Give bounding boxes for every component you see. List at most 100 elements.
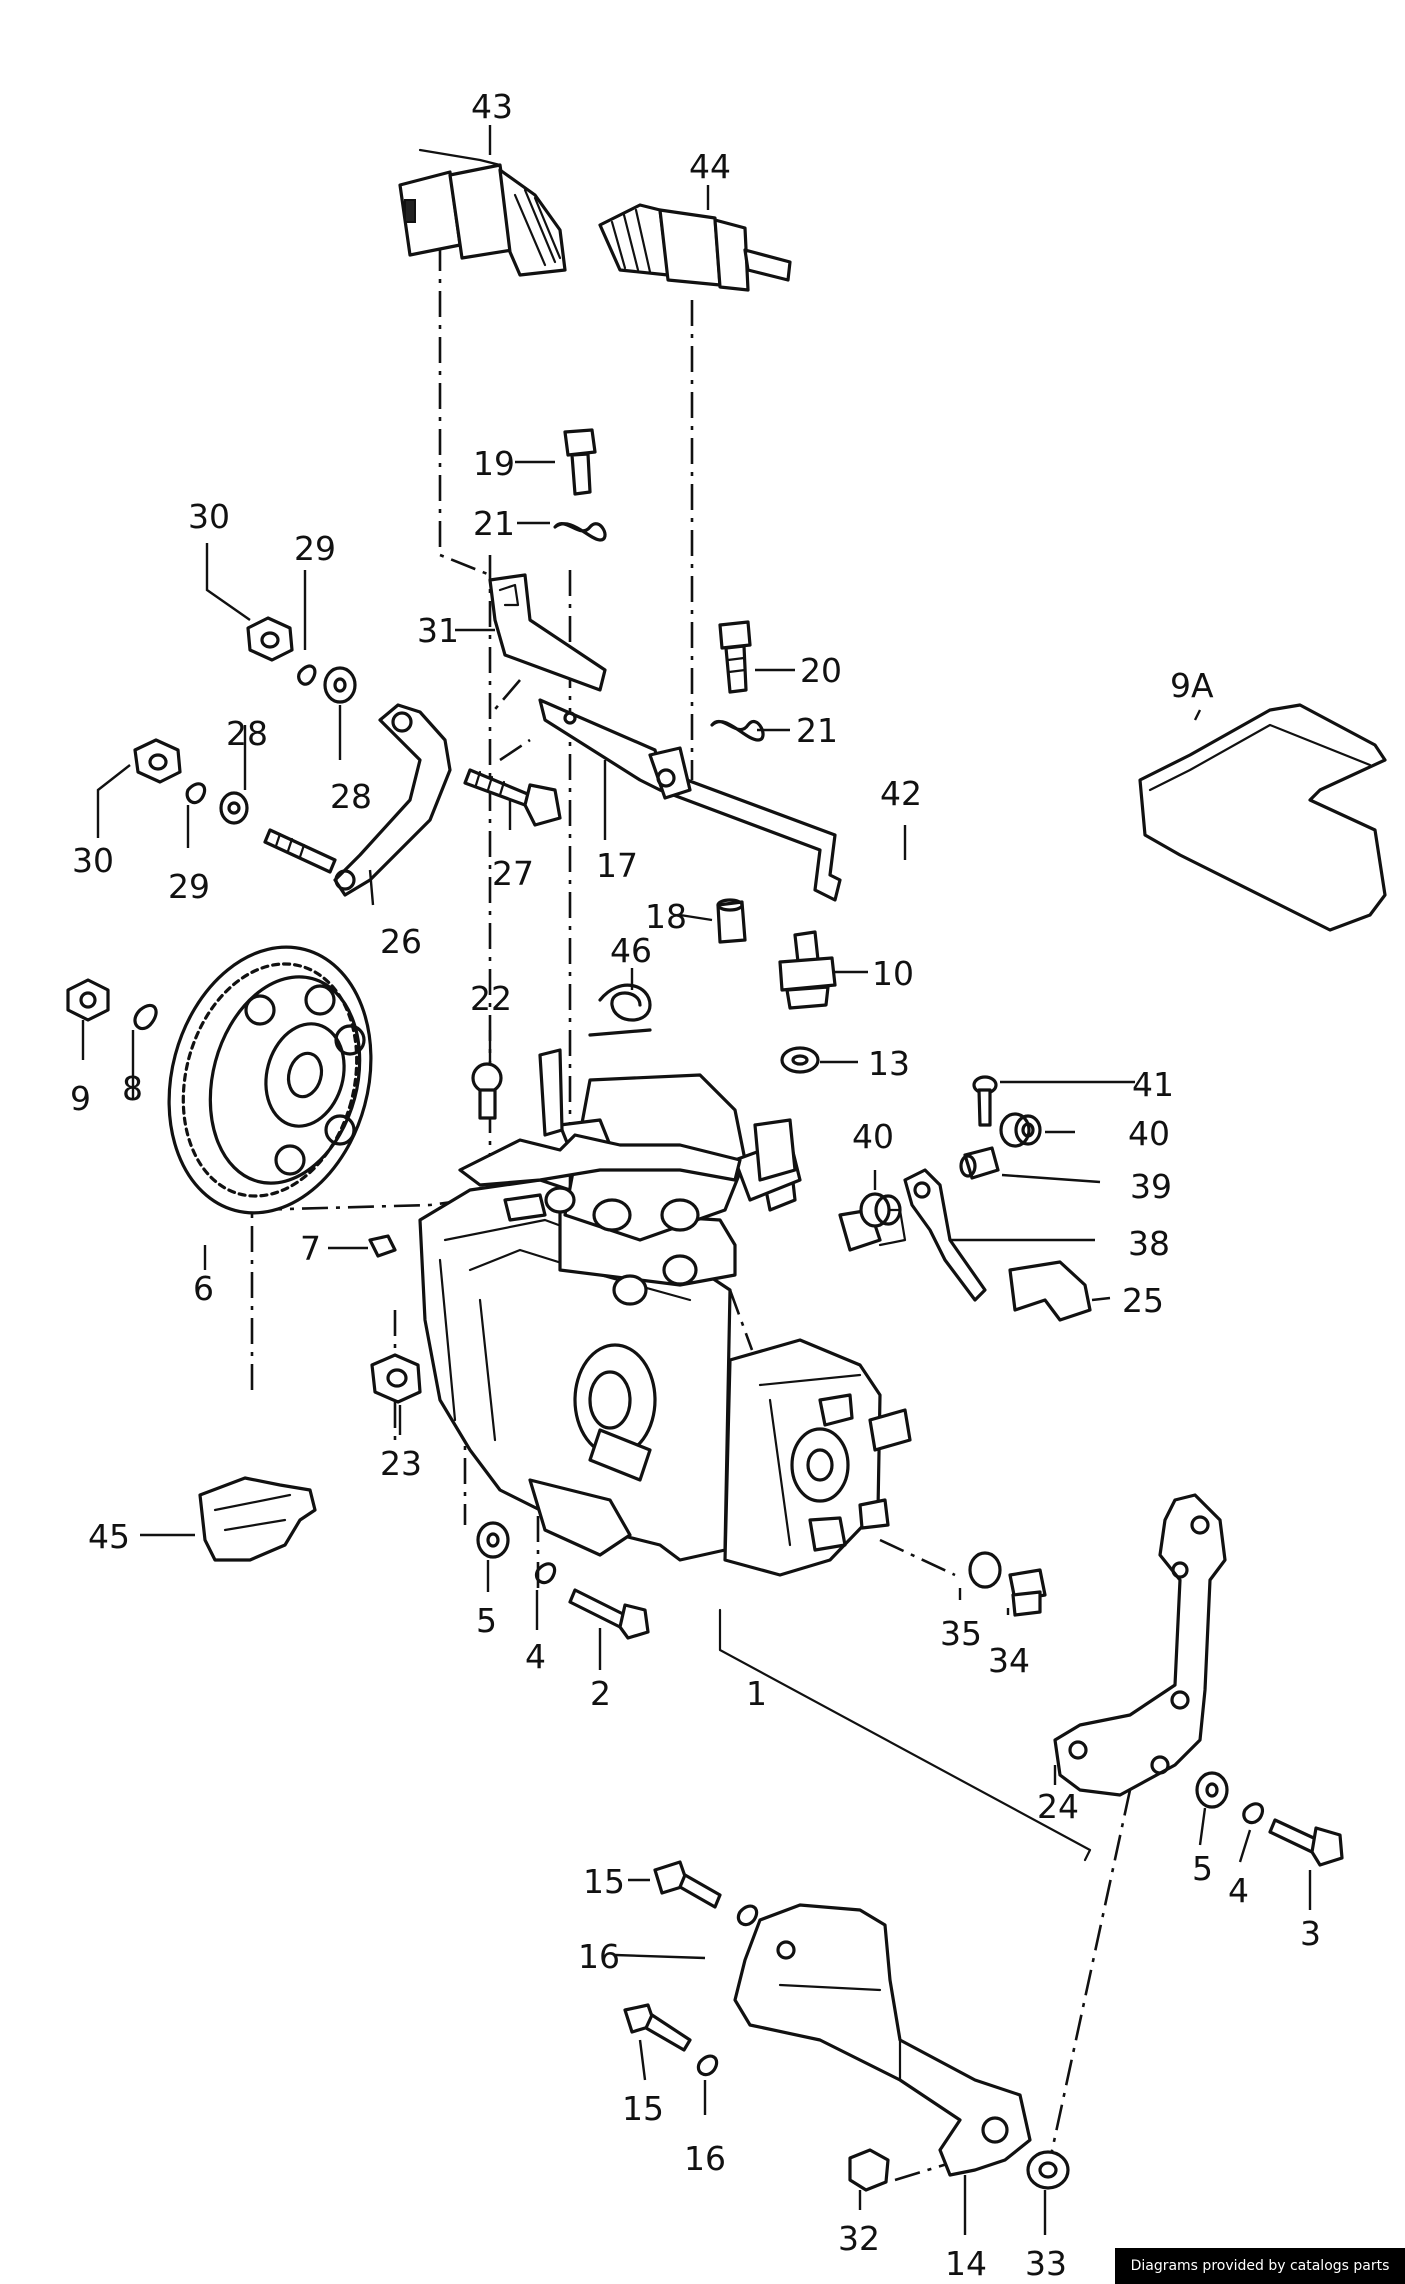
bush-33-illustration bbox=[1026, 2150, 1070, 2190]
bolt-27-illustration bbox=[463, 768, 562, 827]
label-14: 14 bbox=[945, 2244, 987, 2283]
key-7-illustration bbox=[368, 1234, 397, 1258]
sleeve-40-right-illustration bbox=[999, 1112, 1042, 1148]
label-9A: 9A bbox=[1170, 666, 1214, 705]
nut-30-upper-illustration bbox=[246, 616, 294, 662]
bolt-19-illustration bbox=[563, 428, 597, 496]
label-25: 25 bbox=[1122, 1281, 1164, 1320]
bolt-15-lower-illustration bbox=[623, 2003, 692, 2052]
label-30-lower: 30 bbox=[72, 841, 114, 880]
ring-16-lower-illustration bbox=[696, 2054, 719, 2077]
label-42: 42 bbox=[880, 774, 922, 813]
label-45: 45 bbox=[88, 1517, 130, 1556]
label-4-left: 4 bbox=[525, 1637, 546, 1676]
ring-16-upper-illustration bbox=[736, 1904, 759, 1927]
ball-stud-22-illustration bbox=[471, 1062, 503, 1120]
label-30-upper: 30 bbox=[188, 497, 230, 536]
sensor-44-illustration bbox=[598, 203, 792, 292]
bolt-3-illustration bbox=[1268, 1818, 1344, 1867]
label-32: 32 bbox=[838, 2219, 880, 2258]
label-26: 26 bbox=[380, 922, 422, 961]
label-8: 8 bbox=[122, 1069, 143, 1108]
bracket-45-illustration bbox=[198, 1476, 317, 1562]
label-44: 44 bbox=[689, 147, 731, 186]
spring-46-illustration bbox=[588, 983, 652, 1037]
label-13: 13 bbox=[868, 1044, 910, 1083]
label-43: 43 bbox=[471, 87, 513, 126]
label-21-upper: 21 bbox=[473, 504, 515, 543]
sleeve-40-left-illustration bbox=[859, 1192, 902, 1228]
label-2: 2 bbox=[590, 1674, 611, 1713]
label-16-upper: 16 bbox=[578, 1937, 620, 1976]
label-4-right: 4 bbox=[1228, 1871, 1249, 1910]
ring-21-lower-illustration bbox=[710, 719, 765, 742]
plug-34-illustration bbox=[1008, 1568, 1047, 1617]
o-ring-35-illustration bbox=[968, 1551, 1002, 1589]
label-18: 18 bbox=[645, 897, 687, 936]
bolt-20-illustration bbox=[718, 620, 752, 694]
stud-26-illustration bbox=[263, 828, 337, 874]
label-35: 35 bbox=[940, 1614, 982, 1653]
washer-5-left-illustration bbox=[476, 1521, 510, 1559]
screw-41-illustration bbox=[972, 1075, 998, 1127]
washer-13-illustration bbox=[780, 1046, 820, 1074]
label-16-lower: 16 bbox=[684, 2139, 726, 2178]
bracket-26-illustration bbox=[333, 703, 452, 897]
label-15-lower: 15 bbox=[622, 2089, 664, 2128]
washer-28-upper-illustration bbox=[323, 666, 357, 704]
bracket-14-illustration bbox=[733, 1903, 1032, 2177]
credit-badge: Diagrams provided by catalogs parts bbox=[1115, 2248, 1405, 2284]
label-1: 1 bbox=[746, 1674, 767, 1713]
label-23: 23 bbox=[380, 1444, 422, 1483]
label-10: 10 bbox=[872, 954, 914, 993]
label-15-upper: 15 bbox=[583, 1862, 625, 1901]
label-5-left: 5 bbox=[476, 1601, 497, 1640]
label-22: 22 bbox=[470, 979, 512, 1018]
label-34: 34 bbox=[988, 1641, 1030, 1680]
label-29-upper: 29 bbox=[294, 529, 336, 568]
lever-plate-illustration bbox=[458, 1048, 742, 1187]
pin-39-illustration bbox=[959, 1146, 1000, 1180]
leader-lines bbox=[81, 125, 1312, 2235]
label-20: 20 bbox=[800, 651, 842, 690]
label-5-right: 5 bbox=[1192, 1849, 1213, 1888]
bush-18-illustration bbox=[716, 898, 747, 944]
label-19: 19 bbox=[473, 444, 515, 483]
label-38: 38 bbox=[1128, 1224, 1170, 1263]
part-labels: 43 44 19 21 30 29 31 20 21 9A 28 28 30 2… bbox=[70, 87, 1321, 2283]
bracket-31-illustration bbox=[488, 573, 607, 692]
label-40-left: 40 bbox=[852, 1117, 894, 1156]
label-9: 9 bbox=[70, 1079, 91, 1118]
bolt-2-illustration bbox=[568, 1588, 650, 1640]
collar-23-illustration bbox=[370, 1353, 422, 1404]
label-28-upper: 28 bbox=[226, 714, 268, 753]
label-28-lower: 28 bbox=[330, 777, 372, 816]
ring-21-upper-illustration bbox=[553, 522, 607, 542]
cover-9A-illustration bbox=[1138, 703, 1387, 932]
washer-28-lower-illustration bbox=[219, 791, 249, 825]
ring-29-lower-illustration bbox=[185, 782, 207, 805]
bracket-17-illustration bbox=[538, 698, 842, 902]
sprocket-6-illustration bbox=[167, 945, 373, 1215]
bolt-15-upper-illustration bbox=[653, 1860, 722, 1909]
ring-8-illustration bbox=[133, 1003, 158, 1031]
ring-4-right-illustration bbox=[1242, 1802, 1265, 1825]
bracket-24-illustration bbox=[1053, 1493, 1227, 1797]
label-31: 31 bbox=[417, 611, 459, 650]
ring-4-left-illustration bbox=[534, 1562, 557, 1585]
label-7: 7 bbox=[300, 1229, 321, 1268]
label-27: 27 bbox=[492, 854, 534, 893]
sensor-43-illustration bbox=[398, 148, 567, 277]
switch-10-illustration bbox=[778, 930, 837, 1010]
ring-29-upper-illustration bbox=[297, 664, 317, 686]
nut-30-lower-illustration bbox=[133, 738, 182, 784]
label-17: 17 bbox=[596, 846, 638, 885]
clip-25-illustration bbox=[1008, 1260, 1092, 1322]
label-29-lower: 29 bbox=[168, 867, 210, 906]
label-21-lower: 21 bbox=[796, 711, 838, 750]
label-6: 6 bbox=[193, 1269, 214, 1308]
label-39: 39 bbox=[1130, 1167, 1172, 1206]
label-33: 33 bbox=[1025, 2244, 1067, 2283]
label-41: 41 bbox=[1132, 1065, 1174, 1104]
